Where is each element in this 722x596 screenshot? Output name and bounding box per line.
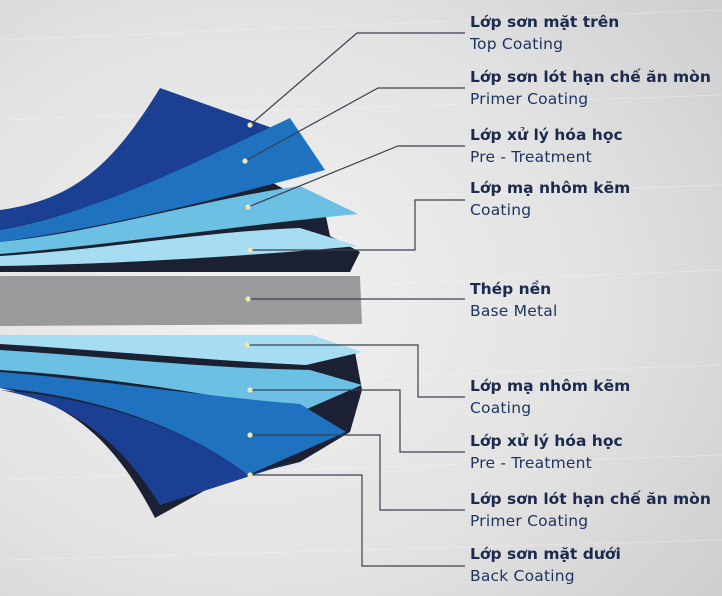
label-en: Pre - Treatment (470, 454, 592, 472)
marker-dot-primer-coating-bottom (247, 432, 253, 438)
label-en: Coating (470, 399, 532, 417)
label-coating-bottom: Lớp mạ nhôm kẽm Coating (470, 375, 630, 419)
label-vi: Lớp sơn mặt dưới (470, 545, 621, 563)
label-vi: Lớp mạ nhôm kẽm (470, 377, 631, 395)
label-vi: Lớp sơn lót hạn chế ăn mòn (470, 68, 711, 86)
leader-line-primer-coating-top (244, 87, 465, 162)
leader-line-pre-treatment-bottom (250, 389, 465, 453)
leader-line-back-coating (250, 474, 465, 567)
layer-back-coating (0, 390, 300, 505)
label-en: Base Metal (470, 302, 558, 320)
label-coating-top: Lớp mạ nhôm kẽm Coating (470, 177, 630, 221)
layer-coating-top (0, 228, 358, 266)
marker-dot-coating-bottom (244, 342, 250, 348)
marker-dot-back-coating (247, 472, 253, 478)
marker-dot-pre-treatment-bottom (247, 387, 253, 393)
label-primer-coating-bottom: Lớp sơn lót hạn chế ăn mòn Primer Coatin… (470, 488, 711, 532)
label-vi: Lớp xử lý hóa học (470, 126, 623, 144)
layer-top-coating (0, 88, 292, 230)
label-en: Primer Coating (470, 512, 589, 530)
label-vi: Lớp mạ nhôm kẽm (470, 179, 631, 197)
label-en: Back Coating (470, 567, 575, 585)
marker-dot-primer-coating-top (242, 158, 248, 164)
label-back-coating: Lớp sơn mặt dưới Back Coating (470, 543, 621, 587)
leader-line-primer-coating-bottom (250, 434, 465, 511)
layer-pre-treatment-top (0, 186, 358, 254)
leader-line-coating-top (250, 199, 465, 251)
label-vi: Lớp sơn mặt trên (470, 13, 620, 31)
label-en: Pre - Treatment (470, 148, 592, 166)
layer-pre-treatment-bottom (0, 350, 362, 412)
layer-base-metal (0, 276, 362, 326)
leader-line-coating-bottom (247, 344, 465, 398)
label-pre-treatment-top: Lớp xử lý hóa học Pre - Treatment (470, 124, 623, 168)
marker-dot-base-metal (245, 296, 251, 302)
label-vi: Lớp xử lý hóa học (470, 432, 623, 450)
label-base-metal: Thép nền Base Metal (470, 278, 557, 322)
label-top-coating: Lớp sơn mặt trên Top Coating (470, 11, 619, 55)
layer-primer-coating-top (0, 118, 325, 242)
marker-dot-coating-top (247, 247, 253, 253)
layer-coating-bottom (0, 335, 362, 365)
label-en: Primer Coating (470, 90, 589, 108)
marker-dot-pre-treatment-top (245, 204, 251, 210)
leader-line-pre-treatment-top (247, 145, 465, 208)
leader-line-top-coating (249, 32, 465, 126)
label-en: Top Coating (470, 35, 564, 53)
marker-dot-top-coating (247, 122, 253, 128)
label-vi: Thép nền (470, 280, 552, 298)
label-pre-treatment-bottom: Lớp xử lý hóa học Pre - Treatment (470, 430, 623, 474)
label-vi: Lớp sơn lót hạn chế ăn mòn (470, 490, 711, 508)
label-primer-coating-top: Lớp sơn lót hạn chế ăn mòn Primer Coatin… (470, 66, 711, 110)
layer-primer-coating-bottom (0, 372, 346, 475)
label-en: Coating (470, 201, 532, 219)
